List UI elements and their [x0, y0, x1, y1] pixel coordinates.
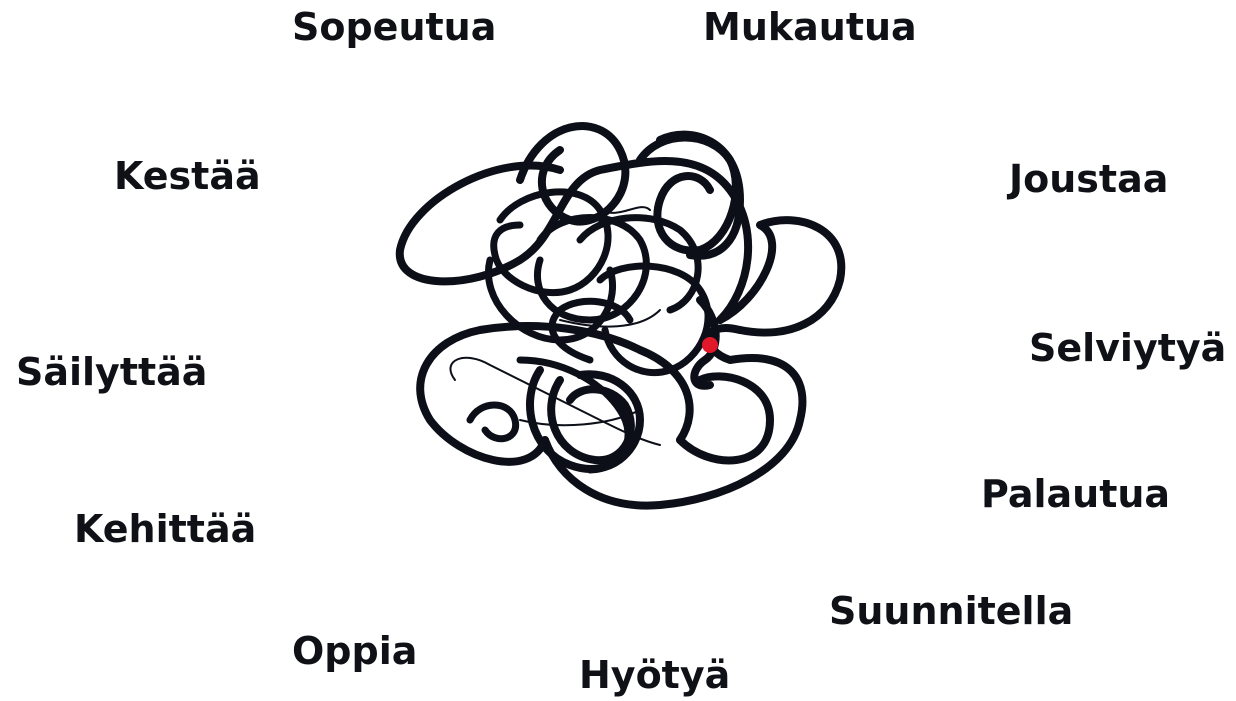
thread-loop	[660, 135, 740, 256]
word-sopeutua: Sopeutua	[292, 8, 496, 46]
tangled-thread-illustration	[380, 100, 860, 530]
word-joustaa: Joustaa	[1009, 160, 1168, 198]
word-palautua: Palautua	[981, 475, 1170, 513]
thread-loop	[400, 161, 748, 320]
red-dot	[702, 337, 718, 353]
thread-loop	[520, 126, 625, 222]
thread-loop	[470, 405, 516, 439]
word-hyotya: Hyötyä	[579, 656, 730, 694]
word-mukautua: Mukautua	[703, 8, 917, 46]
word-oppia: Oppia	[292, 632, 417, 670]
word-selviytya: Selviytyä	[1029, 329, 1226, 367]
tangled-thread-icon	[380, 100, 860, 530]
word-kestaa: Kestää	[114, 157, 261, 195]
word-sailyttaa: Säilyttää	[16, 353, 207, 391]
thread-loop	[720, 220, 841, 332]
thread-loop	[680, 376, 770, 460]
word-suunnitella: Suunnitella	[829, 592, 1073, 630]
thread-loop	[551, 380, 631, 460]
word-kehittaa: Kehittää	[74, 510, 256, 548]
